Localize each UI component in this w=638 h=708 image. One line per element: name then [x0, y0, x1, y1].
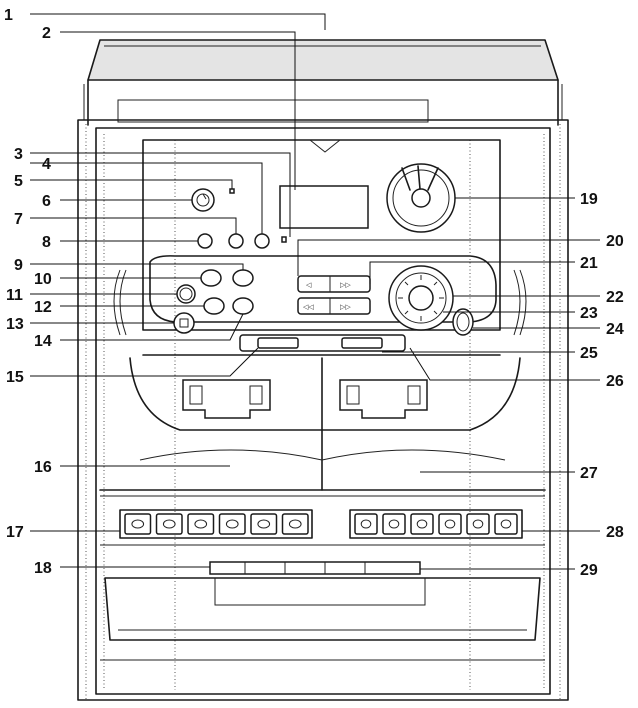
cassette-window-right [339, 379, 428, 419]
deck-b-key-4 [438, 513, 462, 535]
tape-button-rows [100, 509, 545, 546]
callout-4: 4 [42, 156, 51, 173]
callout-23: 23 [580, 305, 598, 322]
deck-a-key-symbol-4 [225, 519, 239, 529]
button-7 [228, 233, 244, 249]
callout-7: 7 [14, 211, 23, 228]
button-8 [197, 233, 213, 249]
svg-text:▷▷: ▷▷ [340, 282, 351, 289]
callout-17: 17 [6, 524, 24, 541]
callout-9: 9 [14, 257, 23, 274]
callout-25: 25 [580, 345, 598, 362]
callout-12: 12 [34, 299, 52, 316]
callout-2: 2 [42, 25, 51, 42]
callout-16: 16 [34, 459, 52, 476]
callout-8: 8 [42, 234, 51, 251]
callout-numbers-left: 1 2 3 4 5 6 7 8 9 10 11 12 13 14 15 16 1… [4, 7, 52, 577]
slider-right [341, 337, 383, 349]
svg-text:▷▷: ▷▷ [340, 304, 351, 311]
deck-a-key-symbol-6 [288, 519, 302, 529]
small-knob [452, 308, 474, 336]
cassette-decks [99, 357, 546, 497]
callout-5: 5 [14, 173, 23, 190]
callout-27: 27 [580, 465, 598, 482]
callout-21: 21 [580, 255, 598, 272]
deck-b-key-symbol-3 [416, 519, 428, 529]
callout-24: 24 [606, 321, 624, 338]
control-panel [142, 139, 501, 331]
button-12 [203, 297, 225, 315]
deck-b-key-symbol-4 [444, 519, 456, 529]
callout-1: 1 [4, 7, 13, 24]
tape-key-lower [297, 297, 371, 315]
slider-left [257, 337, 299, 349]
callout-22: 22 [606, 289, 624, 306]
deck-b-key-symbol-6 [500, 519, 512, 529]
deck-a-key-6 [281, 513, 309, 535]
turntable-lid [83, 39, 563, 126]
callout-19: 19 [580, 191, 598, 208]
callout-6: 6 [42, 193, 51, 210]
deck-a-key-4 [218, 513, 246, 535]
indicator-light [229, 188, 235, 194]
button-4 [254, 233, 270, 249]
callout-10: 10 [34, 271, 52, 288]
deck-a-key-symbol-3 [194, 519, 208, 529]
callout-13: 13 [6, 316, 24, 333]
deck-a-key-symbol-5 [257, 519, 271, 529]
deck-a-key-5 [250, 513, 278, 535]
deck-a-key-symbol-2 [162, 519, 176, 529]
callout-3: 3 [14, 146, 23, 163]
deck-b-key-6 [494, 513, 518, 535]
svg-text:◁◁: ◁◁ [303, 304, 314, 311]
deck-b-key-5 [466, 513, 490, 535]
button-9 [232, 269, 254, 287]
volume-knob [191, 188, 215, 212]
deck-a-key-symbol-1 [131, 519, 145, 529]
deck-b-key-symbol-2 [388, 519, 400, 529]
callout-numbers-right: 19 20 21 22 23 24 25 26 27 28 29 [580, 191, 624, 579]
svg-text:◁: ◁ [306, 282, 312, 289]
deck-a-key-2 [155, 513, 183, 535]
cd-tray [100, 561, 545, 661]
callout-28: 28 [606, 524, 624, 541]
callout-11: 11 [6, 287, 23, 304]
deck-a-key-3 [187, 513, 215, 535]
button-13 [173, 312, 195, 334]
callout-18: 18 [34, 560, 52, 577]
deck-b-key-1 [354, 513, 378, 535]
cassette-window-left [182, 379, 271, 419]
sensor-3 [281, 236, 287, 243]
callout-20: 20 [606, 233, 624, 250]
deck-a-key-1 [124, 513, 152, 535]
callout-14: 14 [34, 333, 52, 350]
deck-b-key-symbol-5 [472, 519, 484, 529]
button-10 [200, 269, 222, 287]
control-pod: ◁ ▷▷ ◁◁ ▷▷ [113, 255, 527, 336]
main-cabinet [77, 119, 569, 701]
tape-slider-bar [142, 334, 501, 356]
leader-lines [30, 13, 600, 570]
callout-15: 15 [6, 369, 24, 386]
deck-b-key-2 [382, 513, 406, 535]
callout-29: 29 [580, 562, 598, 579]
button-14 [232, 297, 254, 315]
display-window [279, 185, 369, 229]
deck-b-key-3 [410, 513, 434, 535]
deck-b-key-symbol-1 [360, 519, 372, 529]
tray-buttons [209, 561, 421, 575]
callout-26: 26 [606, 373, 624, 390]
